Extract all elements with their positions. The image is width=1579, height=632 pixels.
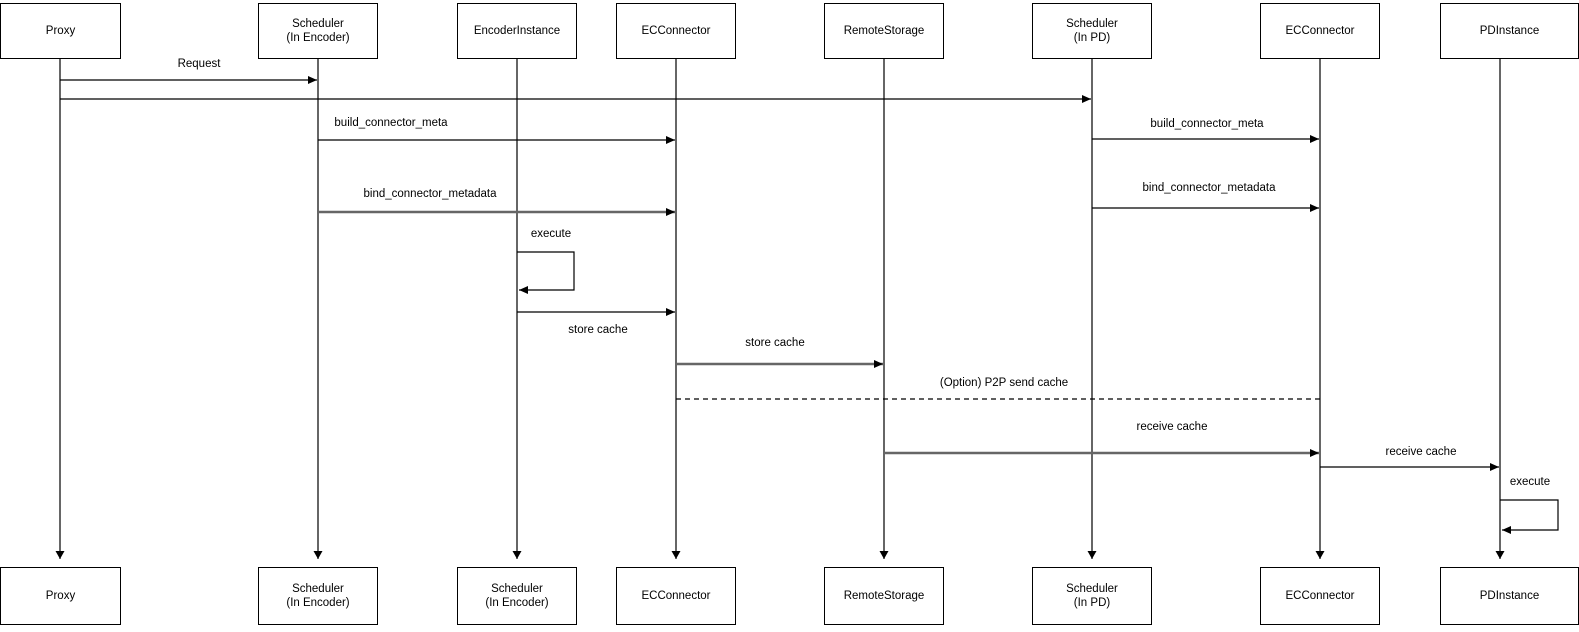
participant-label: Scheduler (In PD) xyxy=(1066,17,1118,45)
message-label-m8: store cache xyxy=(745,337,805,349)
participant-label: ECConnector xyxy=(1285,24,1354,38)
participant-label-line: (In Encoder) xyxy=(485,597,549,609)
participant-label-line: Scheduler xyxy=(491,583,543,595)
participant-label: Proxy xyxy=(46,24,75,38)
participant-label-line: PDInstance xyxy=(1479,25,1540,37)
participant-label-line: Scheduler xyxy=(292,583,344,595)
message-label-m1: Request xyxy=(177,58,221,70)
message-label-m5: bind_connector_metadata xyxy=(363,188,497,200)
participant-label-line: ECConnector xyxy=(641,590,711,602)
participant-label-line: Scheduler xyxy=(292,18,344,30)
participant-label-line: (In PD) xyxy=(1073,32,1111,44)
participant-label-line: (In Encoder) xyxy=(286,597,350,609)
participant-label: ECConnector xyxy=(641,24,710,38)
participant-label-line: ECConnector xyxy=(1285,25,1355,37)
participant-box-top-ec-conn-pd[interactable]: ECConnector xyxy=(1260,3,1380,59)
participant-label: Scheduler (In Encoder) xyxy=(286,582,349,610)
participant-label: RemoteStorage xyxy=(844,589,925,603)
participant-label-line: Scheduler xyxy=(1066,583,1118,595)
participant-label: Scheduler (In Encoder) xyxy=(485,582,548,610)
participant-label: Proxy xyxy=(46,589,75,603)
participant-label-line: PDInstance xyxy=(1479,590,1540,602)
participant-box-top-encoder-inst[interactable]: EncoderInstance xyxy=(457,3,577,59)
participant-box-bottom-ec-conn-enc[interactable]: ECConnector xyxy=(616,567,736,625)
message-label-m9: (Option) P2P send cache xyxy=(939,377,1069,389)
participant-label: RemoteStorage xyxy=(844,24,925,38)
participant-label-line: Proxy xyxy=(45,590,76,602)
participant-box-top-remote-store[interactable]: RemoteStorage xyxy=(824,3,944,59)
participant-label-line: (In PD) xyxy=(1073,597,1111,609)
participant-label-line: ECConnector xyxy=(641,25,711,37)
participant-box-bottom-pd-inst[interactable]: PDInstance xyxy=(1440,567,1579,625)
participant-label: PDInstance xyxy=(1480,589,1539,603)
participant-label-line: Proxy xyxy=(45,25,76,37)
participant-label: Scheduler (In Encoder) xyxy=(286,17,349,45)
message-label-m7: store cache xyxy=(568,324,628,336)
message-label-m4: build_connector_meta xyxy=(1150,118,1264,130)
participant-label: Scheduler (In PD) xyxy=(1066,582,1118,610)
participant-label-line: EncoderInstance xyxy=(473,25,561,37)
participant-label-line: ECConnector xyxy=(1285,590,1355,602)
participant-label-line: (In Encoder) xyxy=(286,32,350,44)
participant-box-bottom-proxy[interactable]: Proxy xyxy=(0,567,121,625)
participant-box-bottom-remote-store[interactable]: RemoteStorage xyxy=(824,567,944,625)
self-message-label-s1: execute xyxy=(530,228,572,240)
message-label-m3: build_connector_meta xyxy=(334,117,448,129)
participant-label-line: RemoteStorage xyxy=(843,590,925,602)
participant-box-bottom-ec-conn-pd[interactable]: ECConnector xyxy=(1260,567,1380,625)
self-message-label-s2: execute xyxy=(1509,476,1551,488)
message-label-m6: bind_connector_metadata xyxy=(1142,182,1276,194)
participant-label: ECConnector xyxy=(1285,589,1354,603)
participant-label-line: RemoteStorage xyxy=(843,25,925,37)
participant-box-bottom-encoder-inst[interactable]: Scheduler (In Encoder) xyxy=(457,567,577,625)
participant-label: ECConnector xyxy=(641,589,710,603)
message-label-m11: receive cache xyxy=(1385,446,1457,458)
self-message-loop-s1[interactable] xyxy=(517,251,575,294)
participant-label: PDInstance xyxy=(1480,24,1539,38)
participant-box-top-proxy[interactable]: Proxy xyxy=(0,3,121,59)
participant-box-bottom-sched-pd[interactable]: Scheduler (In PD) xyxy=(1032,567,1152,625)
self-message-loop-s2[interactable] xyxy=(1500,499,1559,534)
participant-box-top-sched-enc[interactable]: Scheduler (In Encoder) xyxy=(258,3,378,59)
participant-label: EncoderInstance xyxy=(474,24,560,38)
message-label-m10: receive cache xyxy=(1136,421,1208,433)
participant-box-top-ec-conn-enc[interactable]: ECConnector xyxy=(616,3,736,59)
participant-box-top-pd-inst[interactable]: PDInstance xyxy=(1440,3,1579,59)
participant-label-line: Scheduler xyxy=(1066,18,1118,30)
participant-box-top-sched-pd[interactable]: Scheduler (In PD) xyxy=(1032,3,1152,59)
participant-box-bottom-sched-enc[interactable]: Scheduler (In Encoder) xyxy=(258,567,378,625)
